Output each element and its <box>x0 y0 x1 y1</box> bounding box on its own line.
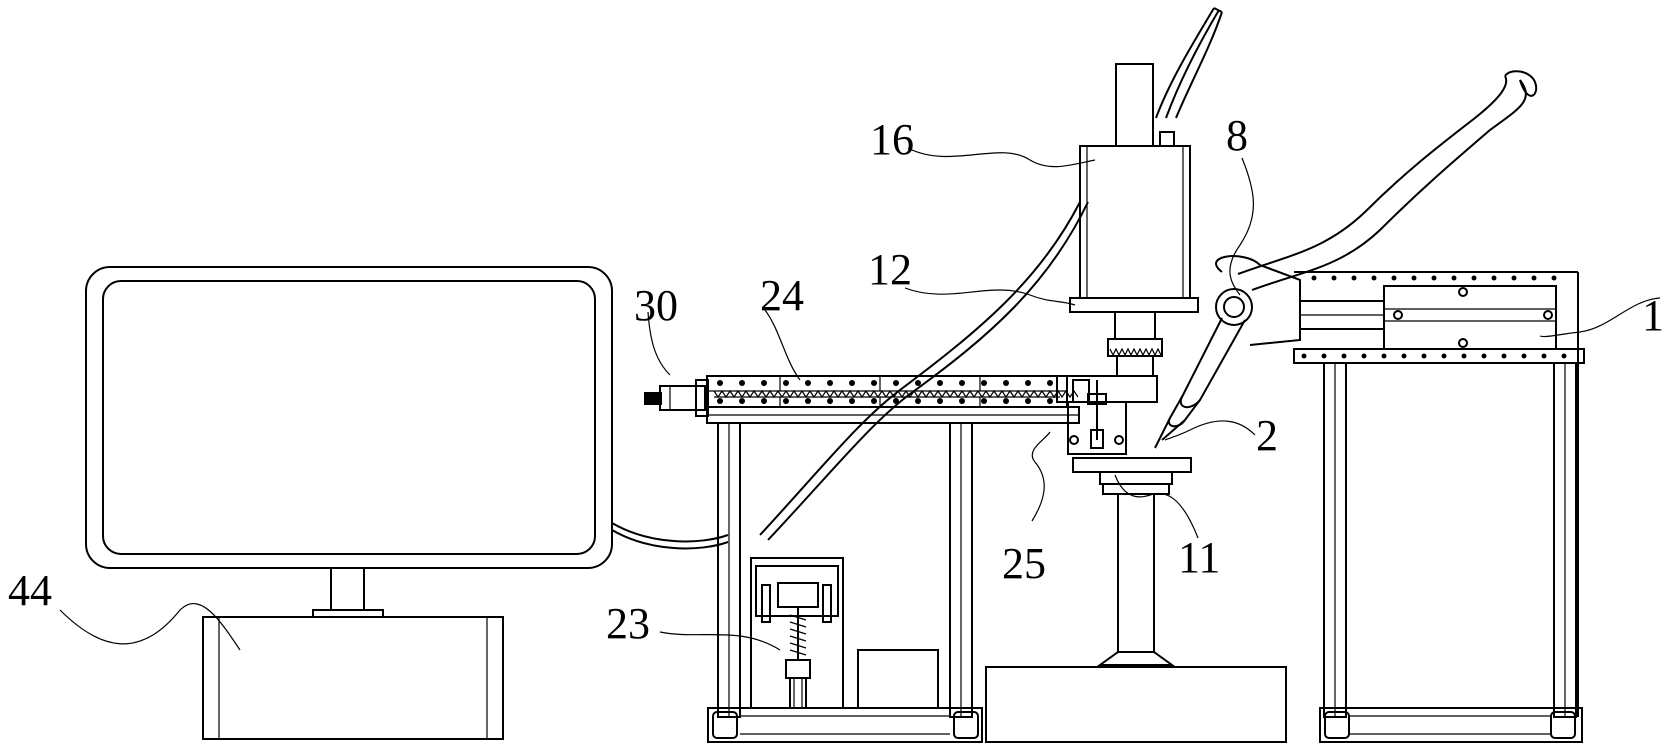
bolt-dot <box>1411 275 1417 281</box>
bolt-dot <box>1341 353 1347 359</box>
label-2: 2 <box>1256 411 1278 460</box>
linear-module <box>644 375 1079 417</box>
label-25: 25 <box>1002 539 1046 588</box>
bolt-dot <box>1491 275 1497 281</box>
bolt-dot <box>805 380 811 386</box>
bolt-dot <box>849 398 855 404</box>
label-11: 11 <box>1178 533 1220 582</box>
bolt-dot <box>915 380 921 386</box>
bolt-dot <box>1047 398 1053 404</box>
bolt-dot <box>1331 275 1337 281</box>
central-press <box>985 63 1287 743</box>
bolt-dot <box>739 398 745 404</box>
label-30: 30 <box>634 281 678 330</box>
bolt-dot <box>1501 353 1507 359</box>
bolt-dot <box>1451 275 1457 281</box>
bolt-dot <box>1311 275 1317 281</box>
bolt-dot <box>1401 353 1407 359</box>
bolt-dot <box>1431 275 1437 281</box>
bolt-dot <box>959 380 965 386</box>
bolt-dot <box>1531 275 1537 281</box>
bolt-dot <box>1421 353 1427 359</box>
bolt-dot <box>1521 353 1527 359</box>
bolt-dot <box>783 398 789 404</box>
bolt-dot <box>915 398 921 404</box>
bolt-dot <box>717 398 723 404</box>
bolt-dot <box>1047 380 1053 386</box>
bolt-dot <box>1481 353 1487 359</box>
bolt-dot <box>739 380 745 386</box>
bolt-dot <box>1381 353 1387 359</box>
bolt-dot <box>1025 398 1031 404</box>
bolt-dot <box>1391 275 1397 281</box>
bolt-dot <box>1371 275 1377 281</box>
label-24: 24 <box>760 271 804 320</box>
part-labels: 1 2 8 11 12 16 23 24 25 30 44 <box>8 111 1664 648</box>
bolt-dot <box>1003 398 1009 404</box>
bolt-dot <box>1561 353 1567 359</box>
bolt-dot <box>827 398 833 404</box>
monitor <box>85 266 613 740</box>
bolt-dot <box>1351 275 1357 281</box>
label-8: 8 <box>1226 111 1248 160</box>
bolt-dot <box>1551 275 1557 281</box>
bolt-dot <box>937 398 943 404</box>
bolt-dot <box>849 380 855 386</box>
bolt-dot <box>959 398 965 404</box>
leader-lines <box>59 147 1661 651</box>
bolt-dot <box>827 380 833 386</box>
label-23: 23 <box>606 599 650 648</box>
bolt-dot <box>871 380 877 386</box>
bolt-dot <box>1541 353 1547 359</box>
bolt-dot <box>805 398 811 404</box>
bolt-dot <box>1301 353 1307 359</box>
bolt-dot <box>1025 380 1031 386</box>
bolt-dot <box>981 398 987 404</box>
label-12: 12 <box>868 245 912 294</box>
top-hose <box>1155 7 1215 119</box>
bolt-dot <box>1461 353 1467 359</box>
right-frame <box>1293 271 1585 743</box>
bolt-dot <box>1361 353 1367 359</box>
bolt-dot <box>893 380 899 386</box>
bolt-dot <box>717 380 723 386</box>
bolt-dot <box>937 380 943 386</box>
press-cable <box>759 201 1081 536</box>
bolt-dot <box>871 398 877 404</box>
bolt-dot <box>1511 275 1517 281</box>
bolt-dot <box>783 380 789 386</box>
bolt-dot <box>1003 380 1009 386</box>
label-1: 1 <box>1642 291 1664 340</box>
bolt-dot <box>1321 353 1327 359</box>
label-16: 16 <box>870 115 914 164</box>
bolt-dot <box>981 380 987 386</box>
bolt-dot <box>1441 353 1447 359</box>
bolt-dot <box>1471 275 1477 281</box>
dispensing-gun <box>1154 70 1538 449</box>
bolt-dot <box>761 398 767 404</box>
large-hose <box>1251 79 1527 291</box>
label-44: 44 <box>8 566 52 615</box>
bolt-dot <box>761 380 767 386</box>
bolt-dot <box>893 398 899 404</box>
